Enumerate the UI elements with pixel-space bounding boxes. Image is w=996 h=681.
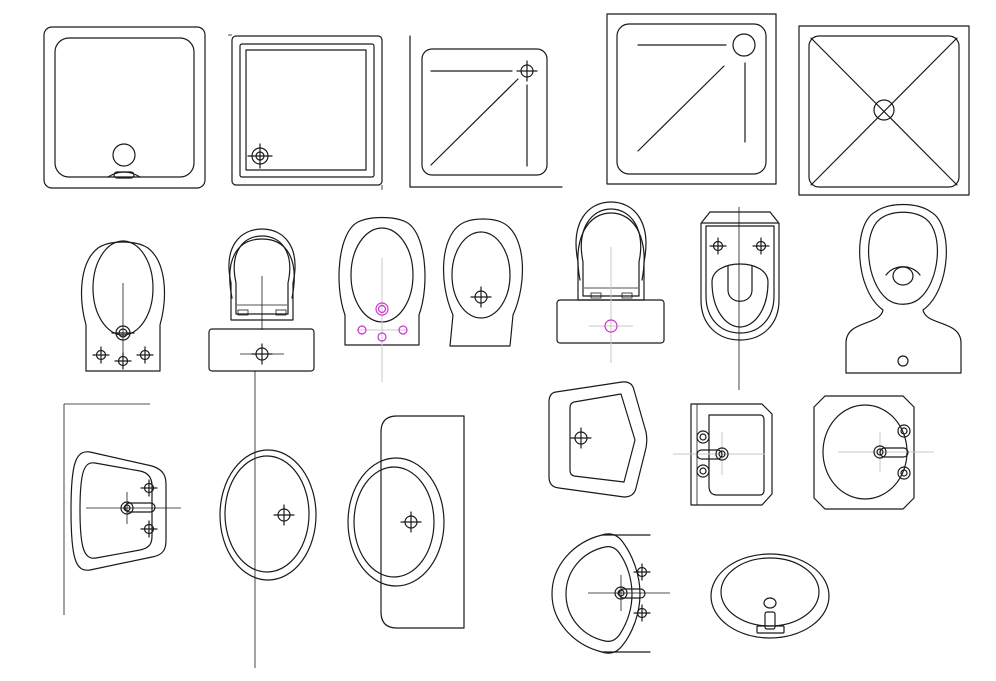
urinal-wall: [845, 203, 962, 374]
fixing-icon: [398, 325, 408, 335]
drain-icon: [273, 504, 295, 526]
fixing-icon: [709, 237, 727, 255]
tap-icon: [140, 479, 158, 497]
drain-icon: [375, 302, 389, 316]
drain-icon: [897, 355, 909, 367]
drain-icon: [516, 60, 538, 82]
drain-icon: [570, 427, 592, 449]
washbasin-square-vanity: [673, 403, 773, 506]
tap-icon: [764, 611, 776, 630]
washbasin-octagon-counter: [813, 395, 934, 510]
drain-icon: [470, 286, 492, 308]
tap-icon: [92, 346, 110, 364]
washbasin-pentagon: [548, 381, 648, 498]
shower-tray-large-corner-drain: [606, 13, 777, 185]
shower-tray-corner-drain-diagonal: [409, 35, 563, 188]
tap-icon: [696, 430, 710, 444]
bidet-highlighted-fixings: [338, 216, 426, 382]
toilet-bowl-oval: [443, 218, 523, 347]
fixing-icon: [377, 332, 387, 342]
flush-icon: [604, 319, 618, 333]
drain-icon: [247, 143, 273, 169]
fixing-icon: [357, 325, 367, 335]
drain-icon: [873, 99, 895, 121]
tap-icon: [696, 464, 710, 478]
drain-icon: [732, 33, 756, 57]
washbasin-half-round: [551, 533, 670, 654]
washbasin-trapezoid: [63, 403, 181, 615]
toilet-wall-hung-plan: [700, 207, 780, 390]
drain-icon: [400, 511, 422, 533]
shower-tray-center-drain-x: [798, 25, 970, 196]
washbasin-oval: [219, 449, 317, 581]
washbasin-wall-counter: [347, 415, 465, 629]
tap-icon: [114, 352, 132, 370]
bidet-front-view: [80, 240, 166, 372]
shower-tray-rounded-drain-bottom: [43, 26, 206, 189]
toilet-with-cistern-highlighted: [556, 201, 665, 363]
drain-icon: [763, 597, 777, 609]
drain-icon: [111, 325, 135, 341]
tap-icon: [140, 520, 158, 538]
drain-icon: [112, 143, 136, 167]
shower-tray-square-corner-drain: [228, 34, 383, 190]
tap-icon: [136, 346, 154, 364]
washbasin-oval-countertop: [710, 553, 830, 639]
tap-icon: [633, 563, 651, 581]
toilet-with-cistern: [208, 228, 315, 668]
fixing-icon: [752, 237, 770, 255]
